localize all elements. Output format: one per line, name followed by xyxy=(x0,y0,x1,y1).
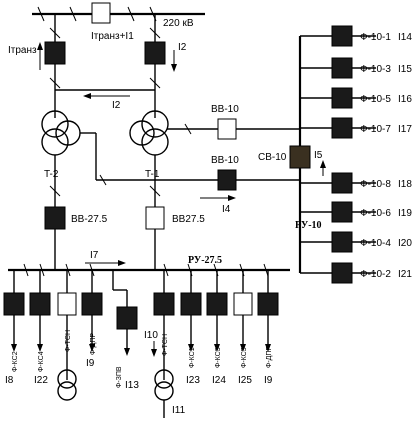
svg-text:Ф-ДПР: Ф-ДПР xyxy=(266,346,273,368)
label-220kv: 220 кВ xyxy=(163,18,194,29)
breaker-vv10-upper[interactable] xyxy=(217,118,237,140)
feeder-10-3[interactable]: Ф-10-3 I15 xyxy=(300,57,412,79)
svg-text:Ф-10-1: Ф-10-1 xyxy=(360,32,391,43)
label-i4: I4 xyxy=(222,204,231,215)
transformer-t2[interactable] xyxy=(41,110,81,156)
arrow-up-icon xyxy=(37,42,43,50)
arrow-down-icon xyxy=(171,64,177,72)
svg-text:I16: I16 xyxy=(398,94,412,105)
svg-text:I15: I15 xyxy=(398,64,412,75)
feeder-ks3[interactable]: Ф-КС3 I24 xyxy=(206,270,228,386)
feeder-zpv[interactable]: Ф-ЗПВ I13 xyxy=(112,270,139,391)
label-i7: I7 xyxy=(90,250,99,261)
svg-text:I25: I25 xyxy=(238,375,252,386)
svg-text:I19: I19 xyxy=(398,208,412,219)
label-vv10-lower: ВВ-10 xyxy=(211,155,239,166)
svg-text:I18: I18 xyxy=(398,179,412,190)
feeder-ks5[interactable]: Ф-КС5 I25 xyxy=(233,270,253,386)
feeder-10-2[interactable]: Ф-10-2 I21 xyxy=(300,262,412,284)
label-vv275-right: ВВ27.5 xyxy=(172,214,205,225)
label-i2-top: I2 xyxy=(178,42,187,53)
svg-text:Ф-ТСН: Ф-ТСН xyxy=(162,334,169,356)
breaker-vv275-right[interactable] xyxy=(145,206,165,230)
feeder-ks2[interactable]: Ф-КС2 I8 xyxy=(3,270,25,386)
transformer-t1[interactable] xyxy=(129,110,169,156)
feeder-10-7[interactable]: Ф-10-7 I17 xyxy=(300,117,412,139)
feeder-10-4[interactable]: Ф-10-4 I20 xyxy=(300,231,412,253)
feeder-10-5[interactable]: Ф-10-5 I16 xyxy=(300,87,412,109)
svg-text:I22: I22 xyxy=(34,375,48,386)
svg-text:Ф-КС4: Ф-КС4 xyxy=(38,351,45,372)
feeder-10-8[interactable]: Ф-10-8 I18 xyxy=(300,172,412,194)
svg-text:I9: I9 xyxy=(86,358,95,369)
feeder-tsn-right[interactable]: I10 Ф-ТСН I11 xyxy=(144,270,186,418)
arrow-left-icon xyxy=(83,93,91,99)
svg-text:Ф-КС2: Ф-КС2 xyxy=(12,351,19,372)
feeder-10-6[interactable]: Ф-10-6 I19 xyxy=(300,201,412,223)
label-i2-mid: I2 xyxy=(112,100,121,111)
svg-text:Ф-10-8: Ф-10-8 xyxy=(360,179,391,190)
label-ru10: РУ-10 xyxy=(295,220,322,231)
svg-text:I11: I11 xyxy=(172,405,186,416)
svg-text:I10: I10 xyxy=(144,330,158,341)
arrow-right-icon xyxy=(118,260,126,266)
svg-text:Ф-10-5: Ф-10-5 xyxy=(360,94,391,105)
label-sv10: СВ-10 xyxy=(258,152,287,163)
breaker-vv10-lower[interactable] xyxy=(217,169,237,191)
svg-text:Ф-КС5: Ф-КС5 xyxy=(241,347,248,368)
label-ru275: РУ-27.5 xyxy=(188,255,222,266)
svg-text:Ф-ДПР: Ф-ДПР xyxy=(90,333,97,355)
svg-text:Ф-10-6: Ф-10-6 xyxy=(360,208,391,219)
svg-text:Ф-КС1: Ф-КС1 xyxy=(189,347,196,368)
feeder-dpr-left[interactable]: Ф-ДПР I9 xyxy=(81,270,103,369)
feeder-dpr-right[interactable]: Ф-ДПР I9 xyxy=(257,270,279,386)
svg-text:I20: I20 xyxy=(398,238,412,249)
feeder-ks4[interactable]: Ф-КС4 I22 xyxy=(29,270,51,386)
svg-text:Ф-10-7: Ф-10-7 xyxy=(360,124,391,135)
feeder-tsn-left[interactable]: Ф-ТСН xyxy=(57,270,77,401)
breaker-220-t2[interactable] xyxy=(44,41,66,65)
arrow-right-icon xyxy=(228,195,236,201)
label-i-tranzit: Iтранз xyxy=(8,45,37,56)
breaker-sv10[interactable] xyxy=(289,145,311,169)
svg-text:I24: I24 xyxy=(212,375,226,386)
bus-220kv xyxy=(32,6,205,22)
svg-text:Ф-10-3: Ф-10-3 xyxy=(360,64,391,75)
svg-text:I23: I23 xyxy=(186,375,200,386)
label-vv275-left: ВВ-27.5 xyxy=(71,214,108,225)
svg-text:I9: I9 xyxy=(264,375,273,386)
svg-text:I21: I21 xyxy=(398,269,412,280)
svg-text:I17: I17 xyxy=(398,124,412,135)
svg-text:Ф-10-2: Ф-10-2 xyxy=(360,269,391,280)
feeder-10-1[interactable]: Ф-10-1 I14 xyxy=(300,25,412,47)
svg-text:Ф-10-4: Ф-10-4 xyxy=(360,238,391,249)
breaker-220-t1[interactable] xyxy=(144,41,166,65)
label-vv10-upper: ВВ-10 xyxy=(211,104,239,115)
label-i5: I5 xyxy=(314,150,323,161)
svg-text:I8: I8 xyxy=(5,375,14,386)
breaker-vv275-left[interactable] xyxy=(44,206,66,230)
disconnector-220-transit[interactable] xyxy=(91,2,111,24)
svg-text:I14: I14 xyxy=(398,32,412,43)
svg-text:Ф-ЗПВ: Ф-ЗПВ xyxy=(116,366,123,388)
svg-text:Ф-ТСН: Ф-ТСН xyxy=(65,330,72,352)
feeder-ks1[interactable]: Ф-КС1 I23 xyxy=(180,270,202,386)
label-t1: T-1 xyxy=(145,169,160,180)
svg-text:Ф-КС3: Ф-КС3 xyxy=(215,347,222,368)
arrow-up-icon xyxy=(320,160,326,168)
label-t2: T-2 xyxy=(44,169,59,180)
label-i-tranzit-plus-i1: Iтранз+I1 xyxy=(91,31,134,42)
svg-text:I13: I13 xyxy=(125,380,139,391)
